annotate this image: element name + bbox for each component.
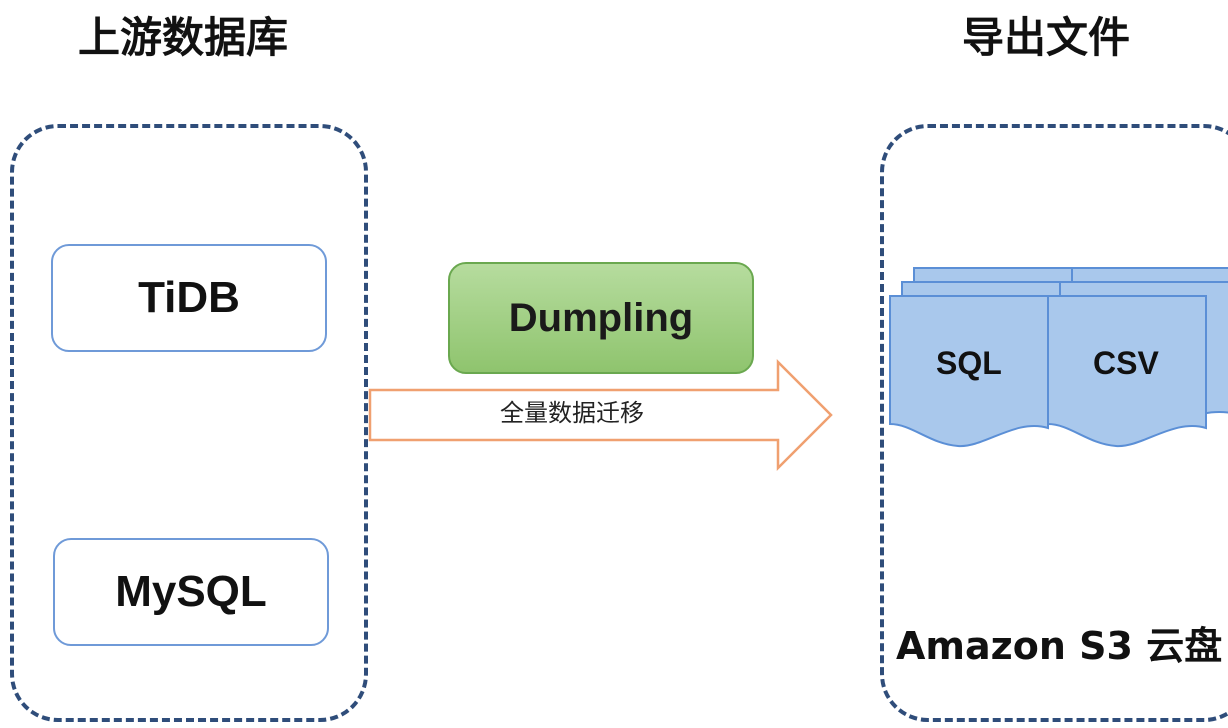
sql-document-stack-icon [889,267,1073,448]
csv-document-icon [1047,295,1207,448]
amazon-s3-storage-label: Amazon S3 云盘 [896,624,1223,668]
upstream-database-heading: 上游数据库 [78,13,289,62]
tidb-node: TiDB [51,244,327,352]
mysql-node: MySQL [53,538,329,646]
sql-file-label: SQL [936,345,1002,381]
export-files-heading: 导出文件 [962,13,1131,62]
export-files-group [880,124,1228,722]
upstream-database-group [10,124,368,722]
csv-file-label: CSV [1093,345,1159,381]
full-data-migration-label: 全量数据迁移 [500,399,644,427]
migration-arrow [368,358,833,472]
dumpling-tool-node: Dumpling [448,262,754,374]
sql-document-icon [889,295,1049,448]
csv-document-stack-icon [1047,267,1228,448]
